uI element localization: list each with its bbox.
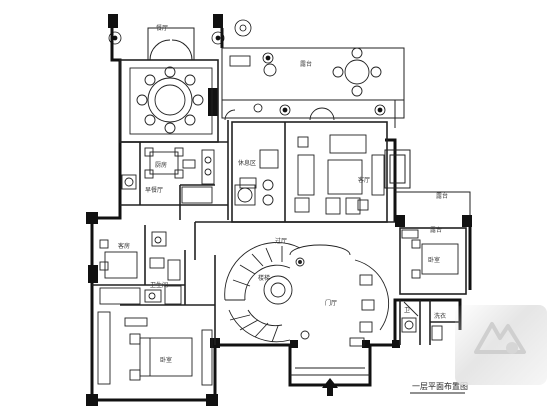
label-lounge: 休息区 [238, 159, 256, 167]
watermark-logo-icon [474, 322, 526, 354]
label-living: 客厅 [358, 176, 370, 184]
exterior-walls [90, 28, 472, 402]
lounge-table [234, 149, 279, 206]
label-terrace-top: 露台 [300, 60, 312, 68]
master-bedroom-furniture [97, 311, 213, 386]
label-hall: 过厅 [275, 237, 287, 245]
label-laundry: 洗衣 [434, 312, 446, 320]
foyer-details [289, 244, 390, 347]
plants [108, 19, 386, 116]
columns [86, 14, 472, 406]
dining-table [129, 66, 213, 135]
terrace-right [384, 149, 471, 215]
terrace-table [229, 47, 382, 97]
terrace-top [221, 47, 405, 128]
label-dining: 餐厅 [156, 24, 168, 32]
right-bedroom-furniture [401, 229, 459, 279]
terrace-doors [224, 107, 335, 121]
room-labels: 露台 露台 餐厅 厨房 早餐厅 客厅 休息区 楼梯 门厅 过厅 客房 卫生间 卧… [118, 24, 448, 364]
spiral-staircase [224, 242, 301, 343]
label-stair-hall: 楼梯 [258, 274, 270, 282]
label-guest-bedroom: 客房 [118, 242, 130, 250]
entry-bay-top [147, 27, 195, 61]
label-foyer: 门厅 [325, 299, 337, 307]
label-terrace-right: 露台 [436, 192, 448, 200]
right-bath-fixtures [401, 301, 443, 341]
kitchen-counters [181, 149, 215, 204]
entry-steps [290, 367, 370, 376]
label-bath-right: 卫 [404, 307, 410, 314]
label-kitchen: 厨房 [155, 161, 167, 169]
plan-title: 一层平面布置图 [412, 381, 468, 391]
left-bath-fixtures [99, 285, 182, 305]
breakfast-table [121, 147, 184, 190]
watermark-background [455, 305, 547, 385]
label-right-terrace: 露台 [430, 226, 442, 234]
entry-arrow-icon [322, 378, 338, 396]
interior-walls [92, 59, 467, 345]
label-bath-left: 卫生间 [150, 281, 168, 289]
label-right-bedroom: 卧室 [428, 256, 440, 264]
label-breakfast: 早餐厅 [145, 186, 163, 194]
guest-bedroom-furniture [99, 231, 181, 281]
living-sofas [294, 134, 385, 215]
label-master-bedroom: 卧室 [160, 356, 172, 364]
